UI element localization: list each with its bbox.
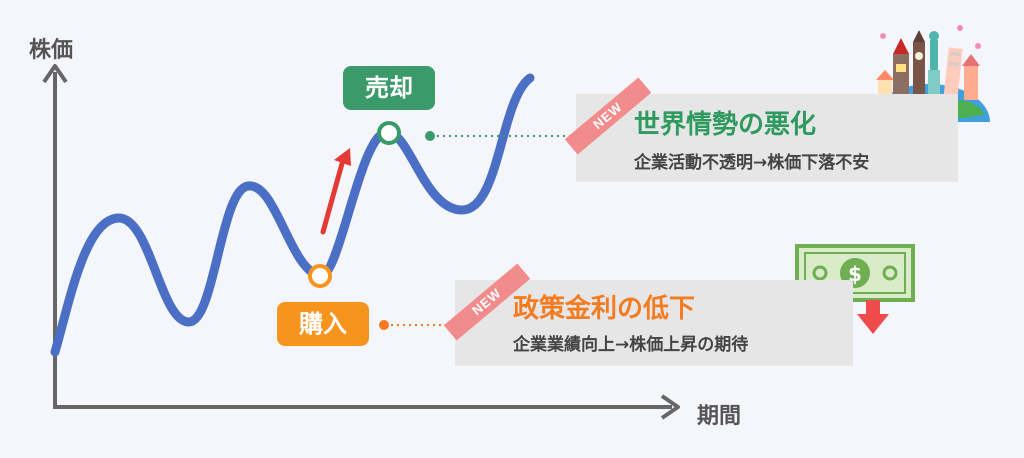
card-headline: 世界情勢の悪化 — [634, 110, 817, 140]
x-axis-label: 期間 — [697, 404, 742, 429]
up-arrow-icon — [320, 148, 351, 235]
x-axis-arrowhead — [660, 394, 680, 420]
down-arrow-icon — [857, 300, 889, 334]
buy-label: 購入 — [277, 302, 369, 346]
sell-label: 売却 — [343, 66, 435, 110]
news-card-policy-rate: NEW 政策金利の低下 企業業績向上→株価上昇の期待 — [443, 263, 853, 366]
sell-point — [377, 121, 401, 145]
sell-connector-dot — [425, 131, 435, 141]
card-subtext: 企業業績向上→株価上昇の期待 — [513, 335, 749, 355]
news-card-world-situation: NEW 世界情勢の悪化 企業活動不透明→株価下落不安 — [564, 77, 958, 182]
card-subtext: 企業活動不透明→株価下落不安 — [634, 153, 870, 173]
y-axis-label: 株価 — [29, 38, 74, 63]
buy-connector-dot — [379, 320, 389, 330]
buy-point — [308, 264, 332, 288]
price-curve — [50, 73, 535, 357]
card-headline: 政策金利の低下 — [513, 294, 696, 324]
y-axis-arrowhead — [42, 64, 68, 84]
